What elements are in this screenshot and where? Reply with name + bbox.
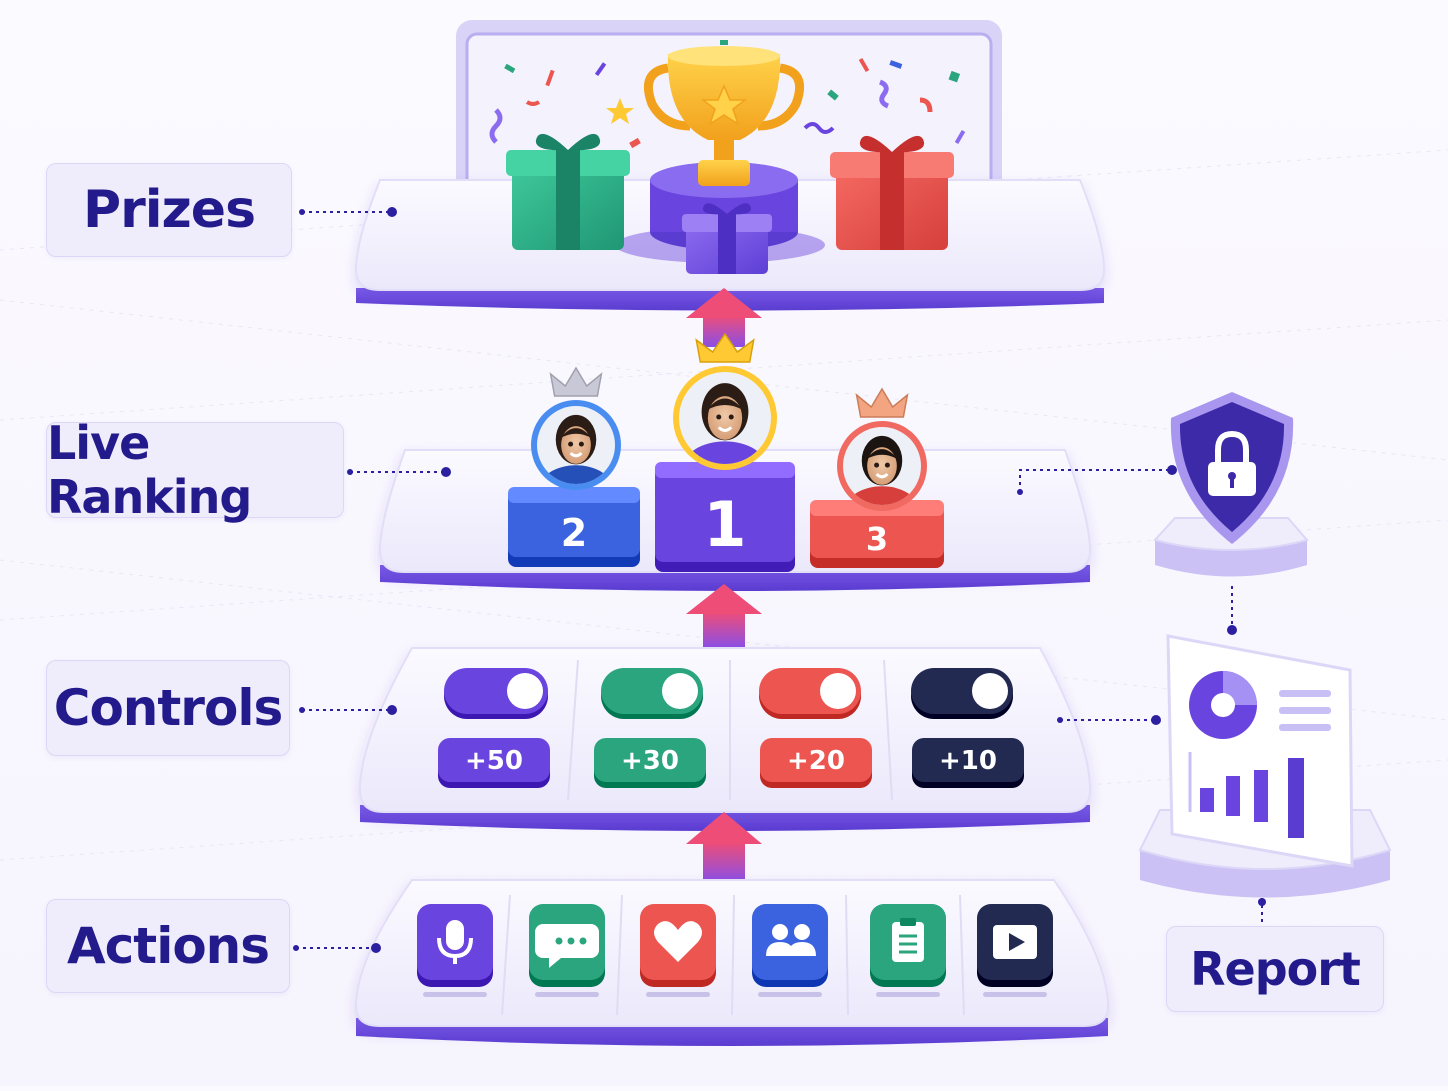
points-value: +10 xyxy=(939,746,997,776)
microphone-icon xyxy=(437,920,473,964)
points-button[interactable]: +50 xyxy=(438,738,550,788)
control-item: +30 xyxy=(594,668,706,788)
actions-label: Actions xyxy=(46,899,290,993)
arrow-up-controls-to-ranking xyxy=(686,584,762,648)
podium-block-top xyxy=(508,487,640,503)
connector-ranking-security xyxy=(1019,469,1172,492)
podium-rank-1: 1 xyxy=(655,332,795,572)
action-underline xyxy=(983,992,1047,997)
control-item: +20 xyxy=(759,668,872,788)
report-module xyxy=(1138,634,1392,898)
control-item: +50 xyxy=(438,668,550,788)
toggle-switch[interactable] xyxy=(444,668,548,719)
points-button[interactable]: +30 xyxy=(594,738,706,788)
report-dashboard-icon xyxy=(1166,634,1354,868)
avatar xyxy=(673,366,777,470)
controls-layer: +50 +30 +20 +10 xyxy=(358,647,1092,831)
podium-rank-3: 3 xyxy=(810,387,944,568)
action-underline xyxy=(535,992,599,997)
points-button[interactable]: +10 xyxy=(912,738,1024,788)
toggle-switch[interactable] xyxy=(759,668,861,719)
play-video-icon xyxy=(993,925,1037,959)
podium-rank-number: 3 xyxy=(866,520,888,558)
podium-block xyxy=(508,487,640,557)
connector-dots xyxy=(293,207,1266,953)
points-value: +20 xyxy=(787,746,845,776)
connectors xyxy=(296,211,1263,949)
controls-label: Controls xyxy=(46,660,290,756)
heart-action-button[interactable] xyxy=(640,904,716,997)
trophy-icon xyxy=(644,46,804,186)
action-underline xyxy=(423,992,487,997)
security-module xyxy=(1153,392,1309,577)
toggle-switch[interactable] xyxy=(601,668,703,719)
action-underline xyxy=(876,992,940,997)
avatar xyxy=(531,400,621,490)
green-gift-icon xyxy=(506,133,630,250)
shield-lock-icon xyxy=(1170,392,1294,544)
report-label-text: Report xyxy=(1190,942,1361,996)
controls-dividers xyxy=(567,659,893,801)
crown-icon xyxy=(855,387,909,418)
podium-rank-2: 2 xyxy=(508,366,640,567)
users-group-action-button[interactable] xyxy=(752,904,828,997)
actions-label-text: Actions xyxy=(66,917,270,975)
points-value: +30 xyxy=(621,746,679,776)
podium-rank-number: 1 xyxy=(703,488,746,561)
report-label: Report xyxy=(1166,926,1384,1012)
prizes-label-text: Prizes xyxy=(82,180,256,240)
podium-rank-number: 2 xyxy=(561,511,587,555)
points-button[interactable]: +20 xyxy=(760,738,872,788)
confetti xyxy=(489,40,966,149)
actions-layer xyxy=(354,879,1110,1046)
toggle-knob xyxy=(507,673,543,709)
prizes-layer xyxy=(354,20,1106,311)
arrow-up-actions-to-controls xyxy=(686,812,762,882)
points-value: +50 xyxy=(465,746,523,776)
prizes-label: Prizes xyxy=(46,163,292,257)
toggle-knob xyxy=(820,673,856,709)
live-ranking-label-text: Live Ranking xyxy=(47,416,252,524)
chat-bubble-icon xyxy=(535,924,599,968)
crown-icon xyxy=(549,366,603,397)
chat-bubble-action-button[interactable] xyxy=(529,904,605,997)
toggle-knob xyxy=(662,673,698,709)
microphone-action-button[interactable] xyxy=(417,904,493,997)
clipboard-action-button[interactable] xyxy=(870,904,946,997)
users-group-icon xyxy=(766,924,816,956)
controls-label-text: Controls xyxy=(53,679,283,737)
toggle-knob xyxy=(972,673,1008,709)
red-gift-icon xyxy=(830,135,954,250)
purple-gift-icon xyxy=(682,203,772,274)
clipboard-icon xyxy=(892,918,924,962)
heart-icon xyxy=(654,921,702,962)
control-item: +10 xyxy=(911,668,1024,788)
actions-dividers xyxy=(501,894,965,1016)
crown-icon xyxy=(695,332,755,363)
podium-block xyxy=(655,462,795,562)
ranking-layer: 2 1 3 xyxy=(378,332,1092,591)
action-underline xyxy=(758,992,822,997)
live-ranking-label: Live Ranking xyxy=(46,416,344,524)
toggle-switch[interactable] xyxy=(911,668,1013,719)
avatar xyxy=(837,421,927,511)
action-underline xyxy=(646,992,710,997)
play-video-action-button[interactable] xyxy=(977,904,1053,997)
